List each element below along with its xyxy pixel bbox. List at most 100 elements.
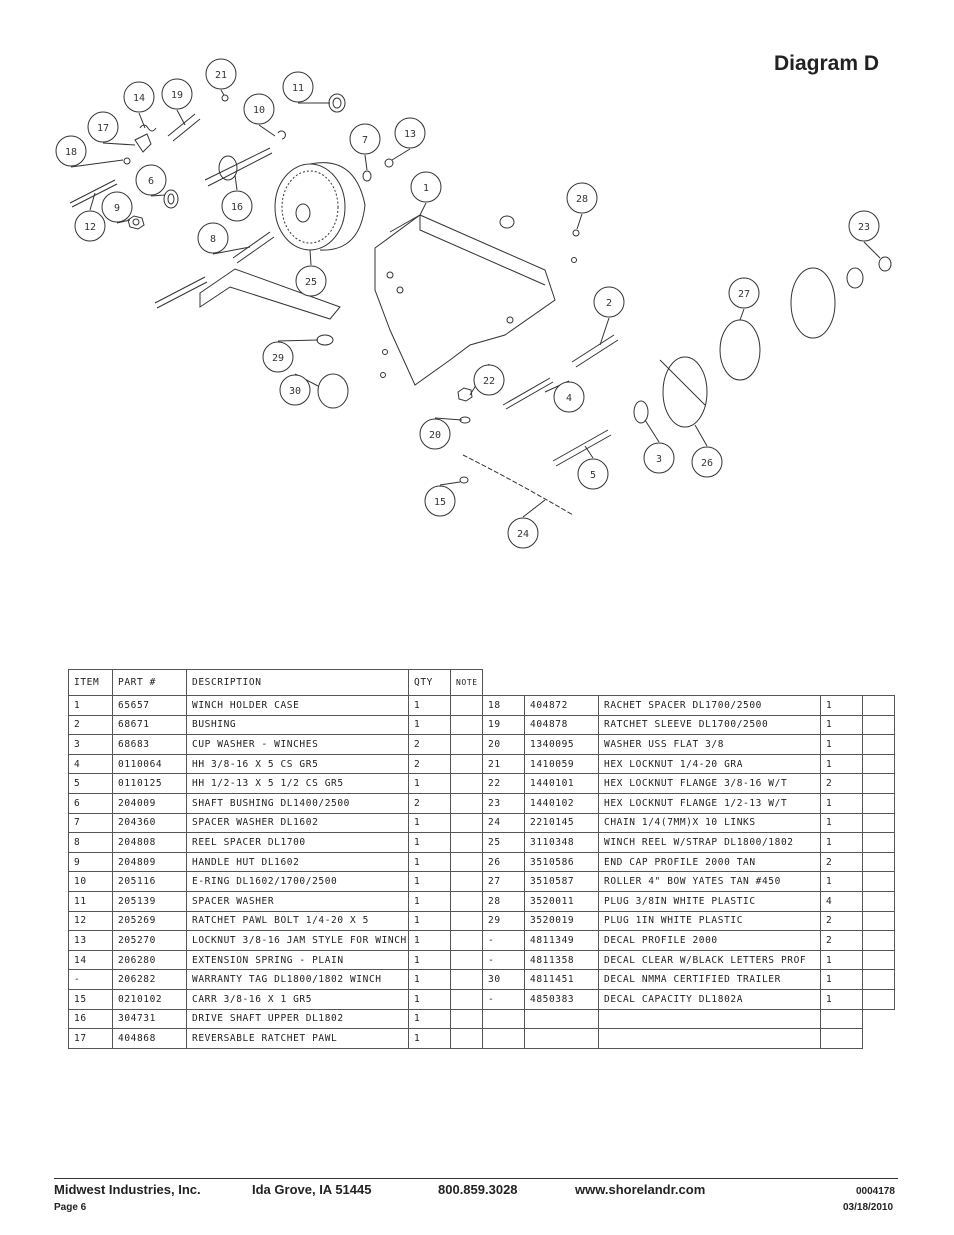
callout-label-13: 13: [404, 129, 416, 140]
right-qty-cell: 1: [820, 695, 863, 716]
callout-label-12: 12: [84, 222, 96, 233]
callout-label-15: 15: [434, 497, 446, 508]
right-part-cell: 1440101: [524, 773, 599, 794]
right-qty-cell: 4: [820, 890, 863, 912]
callout-circle-26: [691, 446, 723, 478]
left-note-cell: [450, 695, 483, 716]
left-note-cell: [450, 734, 483, 755]
right-desc-cell: HEX LOCKNUT 1/4-20 GRA: [598, 753, 821, 775]
left-note-cell: [450, 812, 483, 834]
right-item-cell: -: [482, 988, 525, 1010]
left-part-cell: 68683: [112, 734, 187, 755]
callout-circle-6: [135, 164, 167, 196]
left-note-cell: [450, 988, 483, 1010]
footer-doc-number: 0004178: [856, 1186, 895, 1197]
callout-circle-11: [282, 71, 314, 103]
right-part-cell: 404872: [524, 695, 599, 716]
left-qty-cell: 1: [408, 695, 451, 716]
callout-circle-17: [87, 111, 119, 143]
left-desc-cell: EXTENSION SPRING - PLAIN: [186, 949, 409, 971]
right-desc-cell: DECAL NMMA CERTIFIED TRAILER: [598, 969, 821, 990]
right-note-cell: [862, 969, 895, 990]
callout-label-1: 1: [423, 183, 429, 194]
callout-label-28: 28: [576, 194, 588, 205]
callout-label-7: 7: [362, 135, 368, 146]
callout-circle-27: [728, 277, 760, 309]
right-qty-cell: 1: [820, 969, 863, 990]
right-qty-cell: 1: [820, 812, 863, 834]
callout-circle-20: [419, 418, 451, 450]
footer-date: 03/18/2010: [843, 1202, 894, 1213]
right-qty-cell: [820, 1028, 863, 1049]
left-qty-cell: 1: [408, 812, 451, 834]
callout-leader-7: [364, 154, 368, 171]
callout-circle-10: [243, 93, 275, 125]
callout-circle-3: [643, 442, 675, 474]
callout-label-11: 11: [292, 83, 304, 94]
right-part-cell: 3510586: [524, 851, 599, 873]
callout-leader-12: [89, 192, 96, 211]
left-part-cell: 206280: [112, 949, 187, 971]
left-qty-cell: 1: [408, 714, 451, 736]
left-item-cell: 6: [68, 792, 113, 814]
callout-leader-26: [694, 424, 708, 447]
right-note-cell: [862, 792, 895, 814]
left-part-cell: 68671: [112, 714, 187, 736]
footer-phone: 800.859.3028: [438, 1182, 518, 1197]
left-item-cell: 14: [68, 949, 113, 971]
callout-leader-3: [644, 419, 660, 443]
right-note-cell: [862, 851, 895, 873]
callout-leader-24: [522, 499, 546, 518]
right-desc-cell: [598, 1028, 821, 1049]
footer-website: www.shorelandr.com: [575, 1182, 706, 1197]
callout-circle-1: [410, 171, 442, 203]
right-item-cell: -: [482, 949, 525, 971]
right-qty-cell: 2: [820, 773, 863, 794]
right-item-cell: 19: [482, 714, 525, 736]
right-note-cell: [862, 832, 895, 853]
callout-leader-2: [599, 317, 610, 346]
callout-label-20: 20: [429, 430, 441, 441]
right-item-cell: 27: [482, 871, 525, 892]
left-desc-cell: SHAFT BUSHING DL1400/2500: [186, 792, 409, 814]
right-desc-cell: RACHET SPACER DL1700/2500: [598, 695, 821, 716]
left-part-cell: 204808: [112, 832, 187, 853]
left-item-cell: 5: [68, 773, 113, 794]
callout-circle-22: [473, 364, 505, 396]
right-qty-cell: 1: [820, 753, 863, 775]
table-header-row: ITEM PART # DESCRIPTION QTY NOTE: [68, 669, 895, 696]
right-part-cell: 4850383: [524, 988, 599, 1010]
right-item-cell: 23: [482, 792, 525, 814]
left-qty-cell: 2: [408, 792, 451, 814]
right-desc-cell: WASHER USS FLAT 3/8: [598, 734, 821, 755]
callout-label-2: 2: [606, 298, 612, 309]
right-part-cell: 1410059: [524, 753, 599, 775]
right-item-cell: 22: [482, 773, 525, 794]
right-part-cell: 3510587: [524, 871, 599, 892]
right-item-cell: 20: [482, 734, 525, 755]
right-note-cell: [862, 890, 895, 912]
left-note-cell: [450, 930, 483, 951]
left-qty-cell: 1: [408, 832, 451, 853]
left-note-cell: [450, 753, 483, 775]
right-qty-cell: 1: [820, 949, 863, 971]
callout-label-16: 16: [231, 202, 243, 213]
callout-circle-24: [507, 517, 539, 549]
callout-label-21: 21: [215, 70, 227, 81]
right-qty-cell: 1: [820, 871, 863, 892]
exploded-parts-diagram: 1234567891011121314151617181920212223242…: [55, 58, 892, 549]
callout-label-29: 29: [272, 353, 284, 364]
right-desc-cell: ROLLER 4" BOW YATES TAN #450: [598, 871, 821, 892]
left-item-cell: 1: [68, 695, 113, 716]
right-desc-cell: DECAL CLEAR W/BLACK LETTERS PROF: [598, 949, 821, 971]
left-note-cell: [450, 949, 483, 971]
left-item-cell: 11: [68, 890, 113, 912]
callout-leader-16: [234, 174, 238, 191]
right-item-cell: 21: [482, 753, 525, 775]
callout-label-4: 4: [566, 393, 572, 404]
